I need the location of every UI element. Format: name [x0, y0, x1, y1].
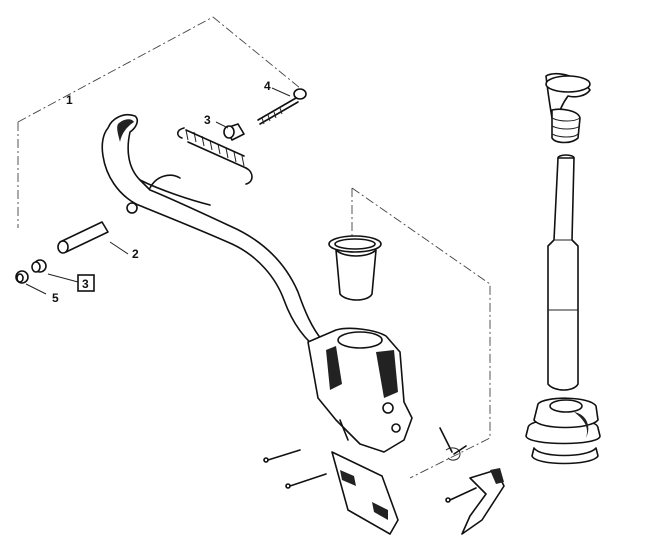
leader-lines — [25, 87, 291, 295]
cup-bushing — [328, 235, 382, 301]
lower-plate — [331, 451, 399, 535]
pin-lower-3 — [445, 487, 477, 503]
callout-3-boxed: 3 — [82, 277, 89, 291]
washer-and-nut — [15, 259, 47, 284]
pin-lower-1 — [263, 449, 301, 463]
return-spring — [176, 127, 253, 185]
pin-part-2 — [57, 221, 109, 254]
gear-lever-shaft — [547, 154, 579, 391]
rubber-boot — [525, 397, 601, 465]
pedal-lever-arm — [101, 113, 331, 353]
assembly-bracket-1 — [17, 16, 301, 228]
bolt-part-4 — [257, 88, 307, 125]
lever-bracket-housing — [307, 327, 413, 453]
bushing-part-3 — [223, 123, 245, 141]
callout-3-box — [77, 274, 95, 292]
callout-labels: 1 2 3 3 4 5 — [52, 79, 271, 305]
callout-1: 1 — [66, 93, 73, 107]
callout-2: 2 — [132, 247, 139, 261]
gear-knob — [545, 72, 591, 144]
callout-5: 5 — [52, 291, 59, 305]
detent-spring — [439, 427, 467, 461]
small-bracket — [461, 468, 505, 535]
callout-3-upper: 3 — [204, 113, 211, 127]
pin-lower-2 — [285, 473, 327, 489]
callout-4: 4 — [264, 79, 271, 93]
